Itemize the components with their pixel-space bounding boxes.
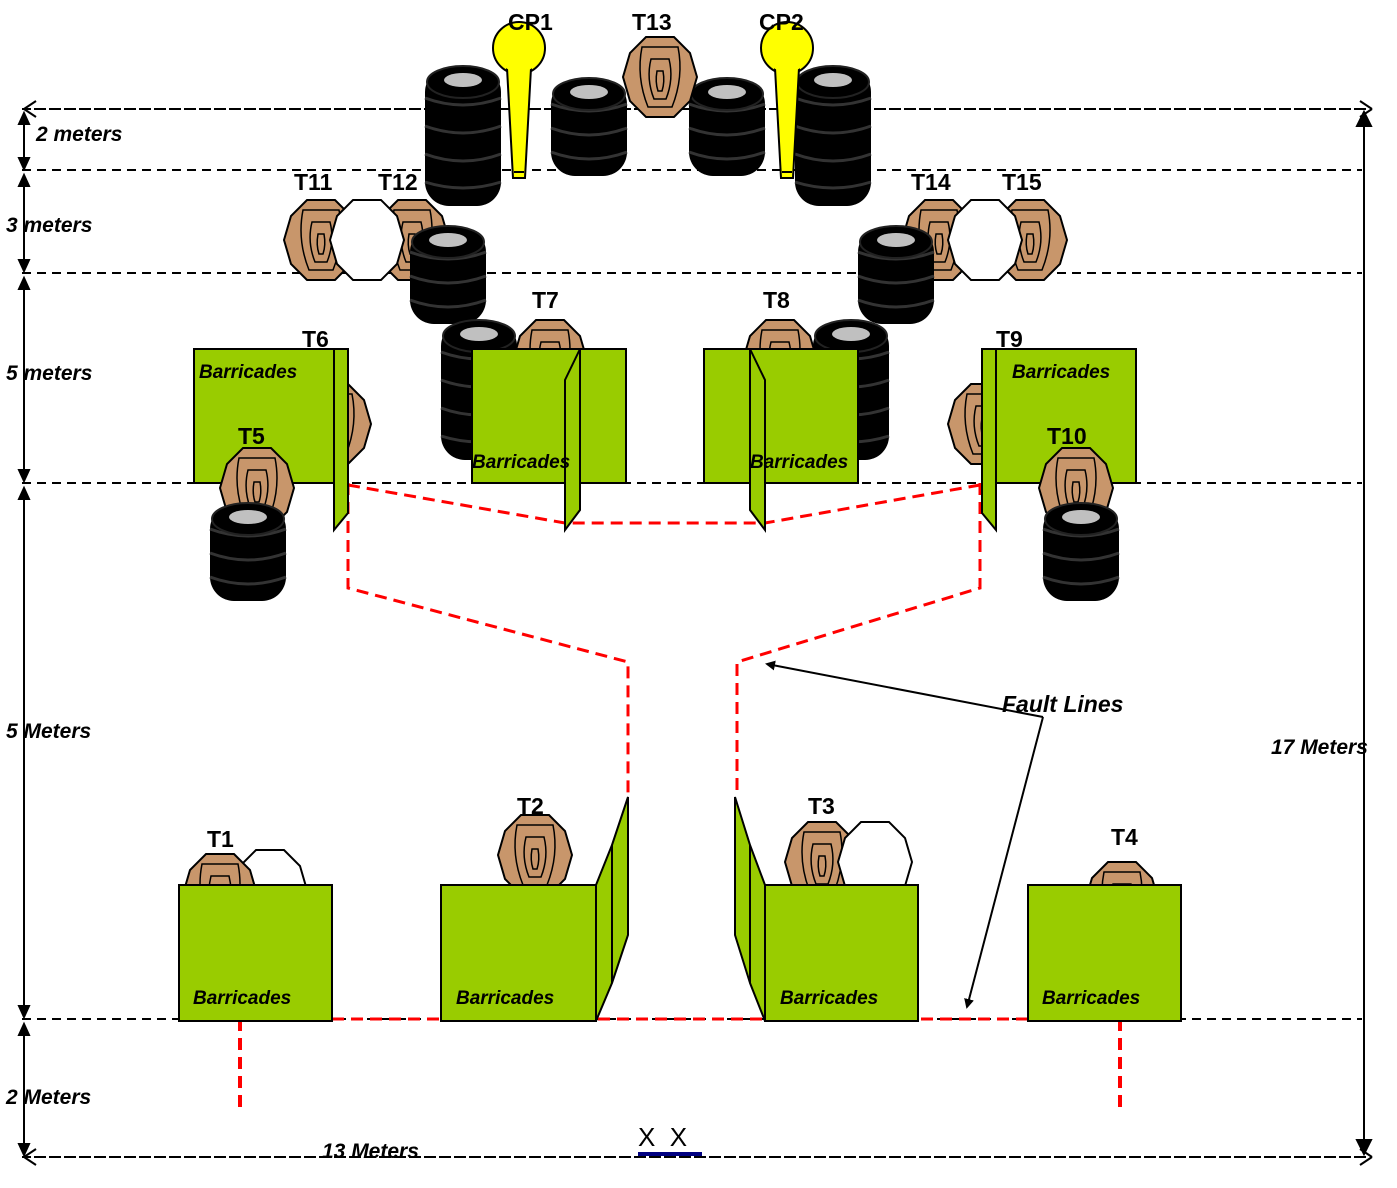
target-label: CP2 bbox=[759, 9, 804, 35]
target-label: T9 bbox=[996, 326, 1023, 352]
width-label: 13 Meters bbox=[322, 1140, 419, 1163]
paper-target-icon bbox=[622, 36, 698, 118]
target-label: CP1 bbox=[508, 9, 553, 35]
target-label: T12 bbox=[378, 169, 418, 195]
barricade-label: Barricades bbox=[1012, 362, 1110, 383]
barricade-label: Barricades bbox=[1042, 988, 1140, 1009]
barricade-icon bbox=[734, 796, 919, 1022]
tire-stack-icon bbox=[423, 64, 503, 208]
target-label: T6 bbox=[302, 326, 329, 352]
fault-lines-label: Fault Lines bbox=[1002, 691, 1123, 717]
target-label: T8 bbox=[763, 287, 790, 313]
target-label: T11 bbox=[294, 169, 333, 195]
tire-stack-icon bbox=[208, 501, 288, 603]
barricade-icon bbox=[703, 348, 859, 533]
target-label: T2 bbox=[517, 793, 544, 819]
arrow-icon bbox=[765, 660, 1044, 1009]
target-label: T13 bbox=[632, 9, 672, 35]
target-label: T14 bbox=[911, 169, 951, 195]
barricade-label: Barricades bbox=[780, 988, 878, 1009]
barricade-label: Barricades bbox=[193, 988, 291, 1009]
dimension-label: 2 meters bbox=[35, 123, 122, 146]
barricade-icon bbox=[471, 348, 627, 533]
barricade-label: Barricades bbox=[456, 988, 554, 1009]
fault-lines bbox=[180, 483, 1185, 1110]
barricade-label: Barricades bbox=[472, 452, 570, 473]
target-label: T1 bbox=[207, 826, 234, 852]
target-label: T7 bbox=[532, 287, 559, 313]
tire-stack-icon bbox=[549, 76, 629, 178]
tire-stack-icon bbox=[856, 224, 936, 326]
barricade-label: Barricades bbox=[199, 362, 297, 383]
paper-target-icon bbox=[497, 814, 573, 896]
height-label: 17 Meters bbox=[1271, 736, 1368, 759]
no-shoot-icon bbox=[947, 199, 1023, 281]
target-label: T3 bbox=[808, 793, 835, 819]
tire-stack-icon bbox=[408, 224, 488, 326]
dimension-label: 5 Meters bbox=[6, 720, 91, 743]
target-label: T10 bbox=[1047, 423, 1087, 449]
target-label: T4 bbox=[1111, 824, 1138, 850]
target-label: T15 bbox=[1002, 169, 1042, 195]
left-dimension-arrows bbox=[17, 110, 31, 1158]
barricade-label: Barricades bbox=[750, 452, 848, 473]
target-label: T5 bbox=[238, 423, 265, 449]
barricade-icon bbox=[178, 884, 333, 1022]
tire-stack-icon bbox=[793, 64, 873, 208]
dimension-label: 5 meters bbox=[6, 362, 92, 385]
dimension-label: 2 Meters bbox=[5, 1086, 91, 1109]
tire-stack-icon bbox=[687, 76, 767, 178]
no-shoot-icon bbox=[329, 199, 405, 281]
dimension-label: 3 meters bbox=[6, 214, 92, 237]
barricade-icon bbox=[440, 796, 629, 1022]
start-position-marks: X X bbox=[638, 1122, 687, 1152]
barricade-icon bbox=[1027, 884, 1182, 1022]
tire-stack-icon bbox=[1041, 501, 1121, 603]
